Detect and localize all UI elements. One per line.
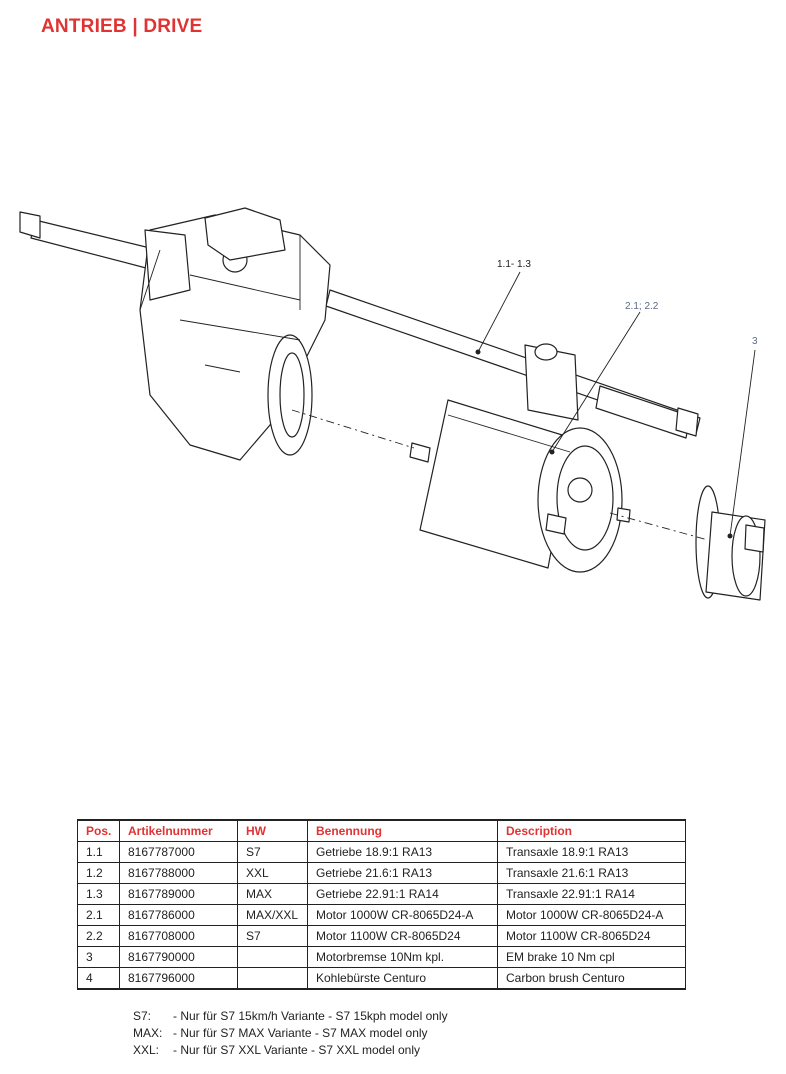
note-text: - Nur für S7 MAX Variante - S7 MAX model… bbox=[173, 1026, 428, 1040]
header-artikelnummer: Artikelnummer bbox=[119, 819, 238, 842]
table-row: 1.2 8167788000 XXL Getriebe 21.6:1 RA13 … bbox=[77, 862, 686, 884]
cell-benennung: Getriebe 18.9:1 RA13 bbox=[307, 841, 498, 863]
cell-hw: MAX bbox=[237, 883, 308, 905]
motor-body bbox=[419, 399, 573, 569]
cell-pos: 3 bbox=[77, 946, 120, 968]
cell-benennung: Kohlebürste Centuro bbox=[307, 967, 498, 990]
gearbox-flange bbox=[144, 229, 191, 301]
assembly-axis-gearbox-motor bbox=[291, 409, 415, 449]
cell-artikelnummer: 8167796000 bbox=[119, 967, 238, 990]
cell-hw: XXL bbox=[237, 862, 308, 884]
cell-benennung: Motor 1000W CR-8065D24-A bbox=[307, 904, 498, 926]
note-key: XXL: bbox=[133, 1043, 160, 1057]
motor-shaft bbox=[409, 442, 431, 463]
gearbox-top-cover bbox=[204, 207, 286, 261]
table-row: 4 8167796000 Kohlebürste Centuro Carbon … bbox=[77, 967, 686, 990]
cell-hw: MAX/XXL bbox=[237, 904, 308, 926]
cell-benennung: Getriebe 21.6:1 RA13 bbox=[307, 862, 498, 884]
header-hw: HW bbox=[237, 819, 308, 842]
table-row: 1.3 8167789000 MAX Getriebe 22.91:1 RA14… bbox=[77, 883, 686, 905]
note-row: XXL: - Nur für S7 XXL Variante - S7 XXL m… bbox=[133, 1042, 448, 1059]
cell-artikelnummer: 8167788000 bbox=[119, 862, 238, 884]
header-pos: Pos. bbox=[77, 819, 120, 842]
leader-line-2 bbox=[551, 311, 641, 453]
cell-benennung: Getriebe 22.91:1 RA14 bbox=[307, 883, 498, 905]
cell-description: Carbon brush Centuro bbox=[497, 967, 686, 990]
right-axle-end bbox=[595, 385, 691, 439]
cell-pos: 1.2 bbox=[77, 862, 120, 884]
cell-hw bbox=[237, 967, 308, 990]
axle-bearing-block bbox=[524, 344, 579, 421]
leader-line-1 bbox=[477, 271, 521, 353]
motor-terminal bbox=[545, 513, 567, 535]
table-row: 1.1 8167787000 S7 Getriebe 18.9:1 RA13 T… bbox=[77, 841, 686, 863]
note-row: S7: - Nur für S7 15km/h Variante - S7 15k… bbox=[133, 1008, 448, 1025]
cell-pos: 2.2 bbox=[77, 925, 120, 947]
cell-description: Transaxle 18.9:1 RA13 bbox=[497, 841, 686, 863]
exploded-view-drawing bbox=[19, 207, 766, 601]
cell-description: EM brake 10 Nm cpl bbox=[497, 946, 686, 968]
variant-notes: S7: - Nur für S7 15km/h Variante - S7 15k… bbox=[133, 1008, 448, 1059]
cell-benennung: Motor 1100W CR-8065D24 bbox=[307, 925, 498, 947]
callout-label-2: 2.1; 2.2 bbox=[625, 301, 659, 312]
leader-line-3 bbox=[729, 349, 756, 537]
motor-rear-shaft bbox=[616, 507, 631, 523]
motor-screw-icon bbox=[567, 477, 593, 503]
right-axle-nut bbox=[675, 407, 699, 437]
callout-label-1: 1.1- 1.3 bbox=[497, 259, 531, 270]
cell-description: Motor 1100W CR-8065D24 bbox=[497, 925, 686, 947]
note-text: - Nur für S7 15km/h Variante - S7 15kph … bbox=[173, 1009, 448, 1023]
cell-pos: 2.1 bbox=[77, 904, 120, 926]
header-benennung: Benennung bbox=[307, 819, 498, 842]
page-title: ANTRIEB | DRIVE bbox=[41, 16, 203, 37]
cell-artikelnummer: 8167787000 bbox=[119, 841, 238, 863]
cell-hw: S7 bbox=[237, 841, 308, 863]
cell-pos: 1.3 bbox=[77, 883, 120, 905]
cell-artikelnummer: 8167789000 bbox=[119, 883, 238, 905]
cell-pos: 4 bbox=[77, 967, 120, 990]
parts-table: Pos. Artikelnummer HW Benennung Descript… bbox=[77, 819, 686, 990]
cell-description: Transaxle 22.91:1 RA14 bbox=[497, 883, 686, 905]
assembly-axis-motor-brake bbox=[609, 512, 709, 541]
cell-hw: S7 bbox=[237, 925, 308, 947]
cell-artikelnummer: 8167708000 bbox=[119, 925, 238, 947]
axle-bearing-collar bbox=[534, 343, 558, 361]
cell-benennung: Motorbremse 10Nm kpl. bbox=[307, 946, 498, 968]
note-row: MAX: - Nur für S7 MAX Variante - S7 MAX m… bbox=[133, 1025, 448, 1042]
table-row: 2.1 8167786000 MAX/XXL Motor 1000W CR-80… bbox=[77, 904, 686, 926]
left-axle-nut bbox=[19, 211, 41, 239]
table-row: 3 8167790000 Motorbremse 10Nm kpl. EM br… bbox=[77, 946, 686, 968]
brake-connector bbox=[744, 524, 765, 553]
note-text: - Nur für S7 XXL Variante - S7 XXL model… bbox=[173, 1043, 421, 1057]
cell-pos: 1.1 bbox=[77, 841, 120, 863]
cell-description: Motor 1000W CR-8065D24-A bbox=[497, 904, 686, 926]
callout-label-3: 3 bbox=[752, 336, 758, 347]
table-row: 2.2 8167708000 S7 Motor 1100W CR-8065D24… bbox=[77, 925, 686, 947]
header-description: Description bbox=[497, 819, 686, 842]
table-header-row: Pos. Artikelnummer HW Benennung Descript… bbox=[77, 819, 686, 842]
note-key: S7: bbox=[133, 1009, 152, 1023]
cell-description: Transaxle 21.6:1 RA13 bbox=[497, 862, 686, 884]
note-key: MAX: bbox=[133, 1026, 163, 1040]
cell-hw bbox=[237, 946, 308, 968]
cell-artikelnummer: 8167786000 bbox=[119, 904, 238, 926]
cell-artikelnummer: 8167790000 bbox=[119, 946, 238, 968]
left-axle-shaft bbox=[30, 219, 151, 269]
